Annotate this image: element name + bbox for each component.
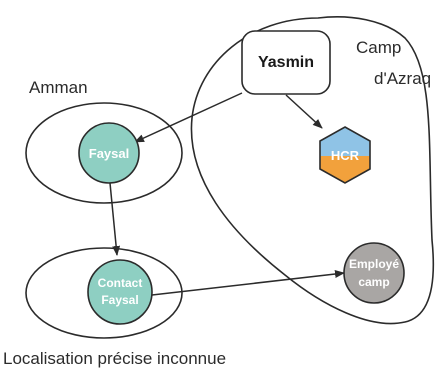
yasmin-label: Yasmin [258,54,314,71]
unknown-location-region [25,247,183,339]
contact-faysal-label-line1: Contact [98,276,143,290]
edge-yasmin-faysal [134,92,243,143]
edge-faysal-contact [109,182,121,256]
employee-camp-label-line2: camp [358,275,389,289]
contact-faysal-node [87,259,153,325]
camp-label-line1: Camp [356,38,401,57]
employee-camp-label-line1: Employé [349,257,399,271]
employee-camp-node [343,242,405,304]
edge-contact-employee [151,270,345,296]
amman-region [25,102,183,204]
contact-faysal-label-line2: Faysal [101,293,138,307]
yasmin-node [241,30,331,95]
amman-label: Amman [29,78,88,97]
hcr-label: HCR [331,148,360,163]
edge-yasmin-hcr [285,94,323,129]
faysal-node [78,122,140,184]
camp-label-line2: d'Azraq [374,69,431,88]
faysal-label: Faysal [89,146,129,161]
unknown-location-label: Localisation précise inconnue [3,349,226,368]
